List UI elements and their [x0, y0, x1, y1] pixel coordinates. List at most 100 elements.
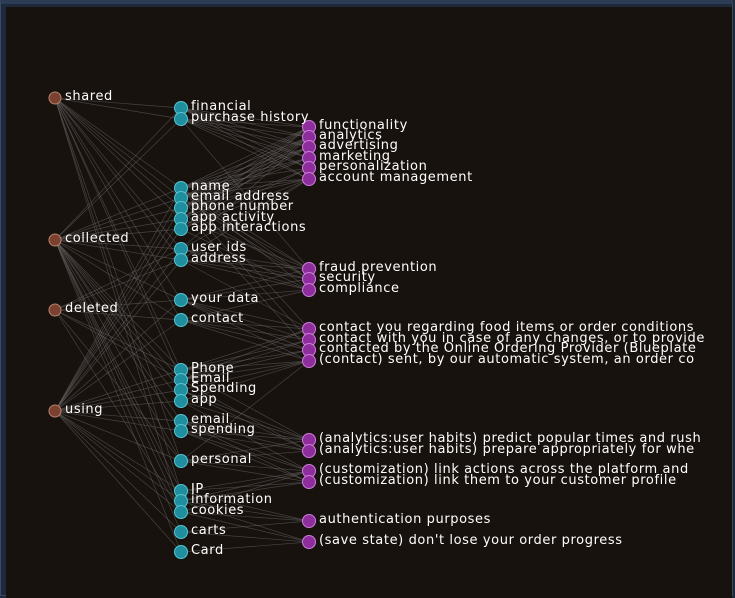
- edge-address-fraud_prevention: [180, 259, 310, 270]
- edge-spending-analytics_predict: [180, 430, 310, 441]
- edge-user_ids-account_management: [180, 178, 310, 250]
- edge-collected-app_interactions: [54, 228, 182, 241]
- purpose-node-contact-auto[interactable]: [302, 354, 316, 368]
- source-node-using[interactable]: [48, 404, 62, 418]
- data-flow-graph: [48, 91, 316, 559]
- edge-shared-Email: [54, 97, 182, 381]
- purpose-node-account-management[interactable]: [302, 172, 316, 186]
- data-node-cookies[interactable]: [174, 505, 188, 519]
- purpose-label-analytics-prepare: (analytics:user habits) prepare appropri…: [319, 442, 695, 457]
- edge-Phone-contact_auto: [180, 360, 310, 371]
- edge-using-Spending: [54, 389, 182, 412]
- edge-user_ids-fraud_prevention: [180, 248, 310, 270]
- data-label-Card: Card: [191, 543, 224, 558]
- purpose-node-save-state[interactable]: [302, 535, 316, 549]
- edge-contact-contact_food: [180, 319, 310, 330]
- edge-spending-custom_profile: [180, 430, 310, 483]
- edge-Spending-analytics_predict: [180, 389, 310, 441]
- edge-collected-app_activity: [54, 218, 182, 241]
- edge-Email-contact_auto: [180, 360, 310, 381]
- edge-using-email_address: [54, 197, 182, 412]
- data-label-user-ids: user ids: [191, 240, 247, 255]
- source-node-shared[interactable]: [48, 91, 62, 105]
- edge-using-cookies: [54, 410, 182, 513]
- source-node-collected[interactable]: [48, 233, 62, 247]
- edge-using-Phone: [54, 369, 182, 412]
- edge-email_address-fraud_prevention: [180, 197, 310, 270]
- data-label-app: app: [191, 392, 218, 407]
- purpose-label-contact-auto: (contact) sent, by our automatic system,…: [319, 352, 695, 367]
- edge-contact-contact_changes: [180, 319, 310, 341]
- purpose-label-marketing: marketing: [319, 149, 391, 164]
- data-label-IP: IP: [191, 482, 204, 497]
- purpose-label-fraud-prevention: fraud prevention: [319, 260, 438, 275]
- edge-contact-contact_auto: [180, 319, 310, 362]
- edge-collected-personal: [54, 239, 182, 462]
- edge-app_activity-personalization: [180, 167, 310, 220]
- edge-collected-email_address: [54, 197, 182, 241]
- purpose-node-custom-profile[interactable]: [302, 475, 316, 489]
- edge-collected-financial: [54, 107, 182, 241]
- data-node-Card[interactable]: [174, 545, 188, 559]
- data-label-carts: carts: [191, 523, 227, 538]
- edge-phone_number-contact_blueplate: [180, 207, 310, 351]
- edge-address-contact_food: [180, 259, 310, 330]
- edge-using-carts: [54, 410, 182, 533]
- edge-app-analytics_predict: [180, 400, 310, 441]
- data-node-app-interactions[interactable]: [174, 222, 188, 236]
- edge-using-information: [54, 410, 182, 502]
- edge-deleted-Phone: [54, 309, 182, 371]
- edge-using-spending: [54, 410, 182, 432]
- data-label-cookies: cookies: [191, 503, 245, 518]
- data-node-personal[interactable]: [174, 454, 188, 468]
- edge-information-custom_link: [180, 470, 310, 502]
- edge-carts-auth: [180, 520, 310, 533]
- edge-email_address-functionality: [180, 126, 310, 199]
- data-node-address[interactable]: [174, 253, 188, 267]
- data-node-carts[interactable]: [174, 525, 188, 539]
- data-node-your-data[interactable]: [174, 293, 188, 307]
- data-label-personal: personal: [191, 452, 252, 467]
- edge-app_activity-functionality: [180, 126, 310, 220]
- purpose-label-contact-food: contact you regarding food items or orde…: [319, 320, 695, 335]
- edge-email-custom_link: [180, 420, 310, 472]
- edge-email-analytics_prepare: [180, 420, 310, 452]
- edge-shared-IP: [54, 97, 182, 492]
- data-node-spending[interactable]: [174, 424, 188, 438]
- edge-address-account_management: [180, 178, 310, 261]
- edge-using-app_activity: [54, 218, 182, 412]
- purpose-label-analytics: analytics: [319, 128, 383, 143]
- data-node-purchase-history[interactable]: [174, 112, 188, 126]
- purpose-node-auth[interactable]: [302, 514, 316, 528]
- data-label-email-address: email address: [191, 189, 290, 204]
- edge-financial-personalization: [180, 107, 310, 169]
- edge-your_data-contact_changes: [180, 299, 310, 341]
- purpose-label-custom-profile: (customization) link them to your custom…: [319, 473, 677, 488]
- edge-shared-financial: [54, 97, 182, 109]
- edge-financial-functionality: [180, 107, 310, 128]
- purpose-node-compliance[interactable]: [302, 283, 316, 297]
- source-label-deleted: deleted: [65, 301, 119, 316]
- edge-using-your_data: [54, 299, 182, 412]
- data-label-your-data: your data: [191, 291, 260, 306]
- edge-collected-Card: [54, 239, 182, 553]
- edge-shared-name: [54, 97, 182, 189]
- edge-deleted-Email: [54, 309, 182, 381]
- data-node-app[interactable]: [174, 394, 188, 408]
- source-label-shared: shared: [65, 89, 113, 104]
- edge-collected-user_ids: [54, 239, 182, 250]
- purpose-node-analytics-prepare[interactable]: [302, 444, 316, 458]
- edge-cookies-custom_link: [180, 470, 310, 513]
- purpose-label-contact-changes: contact with you in case of any changes,…: [319, 331, 705, 346]
- data-node-contact[interactable]: [174, 313, 188, 327]
- edge-shared-purchase_history: [54, 97, 182, 120]
- edge-collected-name: [54, 187, 182, 241]
- edge-financial-analytics: [180, 107, 310, 138]
- data-label-Email: Email: [191, 371, 231, 386]
- edge-collected-your_data: [54, 239, 182, 301]
- source-node-deleted[interactable]: [48, 303, 62, 317]
- edge-app_interactions-compliance: [180, 228, 310, 291]
- data-label-financial: financial: [191, 99, 252, 114]
- edge-collected-phone_number: [54, 207, 182, 241]
- edge-shared-Phone: [54, 97, 182, 371]
